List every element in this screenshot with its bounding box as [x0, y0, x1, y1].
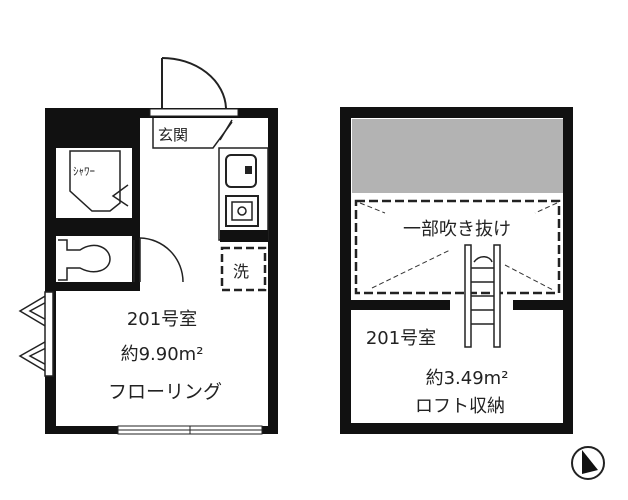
toilet-room — [57, 236, 184, 283]
shower-room: ｼｬﾜｰ — [57, 148, 132, 218]
bottom-window — [117, 425, 263, 435]
north-compass-icon — [571, 446, 605, 480]
stove-icon — [225, 195, 259, 227]
sink-icon — [225, 154, 257, 188]
kitchen — [218, 147, 269, 242]
loft-area: 約3.49m² — [426, 368, 509, 389]
side-windows — [18, 291, 54, 377]
open-ceiling-label: 一部吹き抜け — [403, 219, 511, 240]
void-area — [352, 119, 563, 193]
flooring-label: フローリング — [108, 381, 222, 403]
loft-plan: 一部吹き抜け 201号室 約3.49m² ロフト収納 — [340, 107, 573, 434]
entrance: 玄関 — [152, 118, 233, 149]
entrance-door — [161, 57, 227, 109]
laundry-space: 洗 — [220, 246, 267, 292]
room-number: 201号室 — [127, 309, 197, 330]
loft-room-number: 201号室 — [366, 328, 436, 349]
ladder — [464, 244, 501, 348]
main-floor-plan: ｼｬﾜｰ 玄関 洗 — [18, 57, 278, 435]
open-ceiling-area — [354, 199, 561, 295]
shower-label: ｼｬﾜｰ — [73, 165, 95, 178]
loft-storage-label: ロフト収納 — [415, 396, 505, 417]
laundry-label: 洗 — [233, 262, 249, 281]
entrance-label: 玄関 — [158, 126, 188, 144]
room-area: 約9.90m² — [121, 344, 204, 365]
